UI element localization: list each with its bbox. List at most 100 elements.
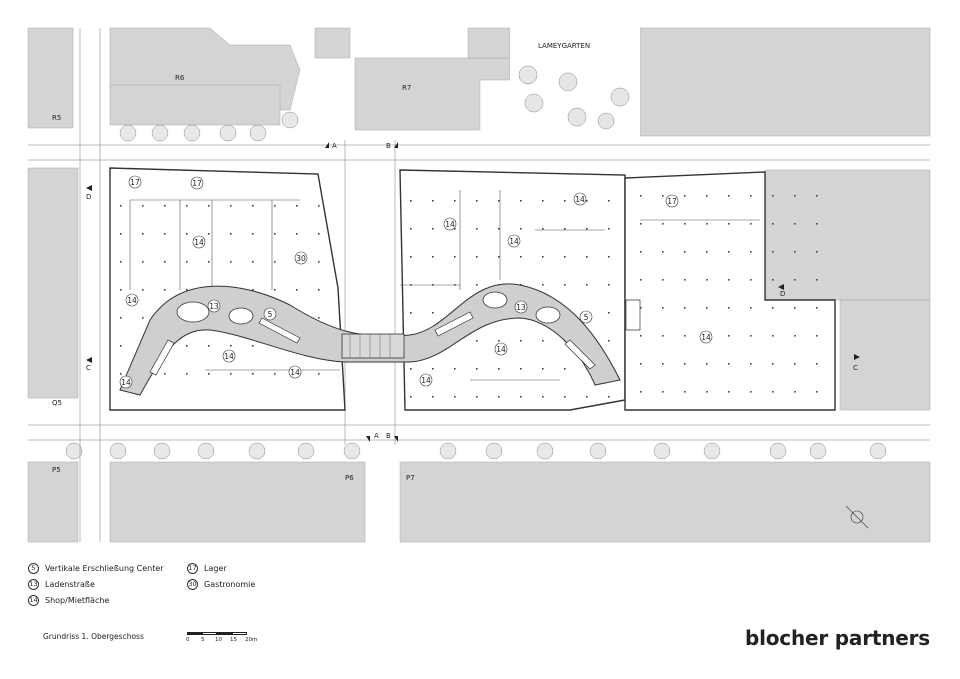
column-dot <box>498 340 500 342</box>
column-dot <box>142 261 144 263</box>
column-dot <box>296 205 298 207</box>
column-dot <box>640 307 642 309</box>
column-dot <box>750 307 752 309</box>
column-dot <box>520 256 522 258</box>
scale-tick-20m: 20m <box>245 637 258 643</box>
column-dot <box>772 223 774 225</box>
column-dot <box>772 307 774 309</box>
column-dot <box>728 363 730 365</box>
room-number: 17 <box>192 179 202 188</box>
room-number: 14 <box>194 238 204 247</box>
section-arrow-d-left <box>86 185 92 191</box>
column-dot <box>684 251 686 253</box>
column-dot <box>640 363 642 365</box>
column-dot <box>252 345 254 347</box>
column-dot <box>706 251 708 253</box>
column-dot <box>230 261 232 263</box>
column-dot <box>454 200 456 202</box>
column-dot <box>794 335 796 337</box>
column-dot <box>586 200 588 202</box>
column-dot <box>542 396 544 398</box>
column-dot <box>410 396 412 398</box>
room-badge <box>579 310 593 324</box>
column-dot <box>586 228 588 230</box>
column-dot <box>498 200 500 202</box>
column-dot <box>816 363 818 365</box>
legend-label-5: Vertikale Erschließung Center <box>45 563 164 573</box>
column-dot <box>432 228 434 230</box>
column-dot <box>728 195 730 197</box>
column-dot <box>794 307 796 309</box>
column-dot <box>706 195 708 197</box>
column-dot <box>564 256 566 258</box>
column-dot <box>706 223 708 225</box>
column-dot <box>120 373 122 375</box>
legend-item-14: 14 Shop/Mietfläche <box>28 592 164 608</box>
column-dot <box>186 233 188 235</box>
column-dot <box>120 317 122 319</box>
column-dot <box>684 223 686 225</box>
column-dot <box>750 279 752 281</box>
column-dot <box>662 307 664 309</box>
column-dot <box>608 200 610 202</box>
room-number: 14 <box>127 296 137 305</box>
column-dot <box>410 284 412 286</box>
column-dot <box>454 284 456 286</box>
column-dot <box>120 261 122 263</box>
room-badge <box>125 293 139 307</box>
column-dot <box>772 251 774 253</box>
legend-number-30: 30 <box>187 578 198 590</box>
column-dot <box>410 368 412 370</box>
escalators <box>149 299 641 376</box>
column-dot <box>608 284 610 286</box>
column-dot <box>318 233 320 235</box>
column-dot <box>728 307 730 309</box>
park-trees <box>518 65 630 130</box>
column-dot <box>640 251 642 253</box>
legend-number-13: 13 <box>28 578 39 590</box>
block-top-mid <box>314 27 351 59</box>
room-number: 14 <box>701 333 711 342</box>
column-dot <box>542 200 544 202</box>
column-dot <box>498 228 500 230</box>
section-arrow-d-right <box>778 284 784 290</box>
room-badge <box>514 300 528 314</box>
column-dot <box>542 256 544 258</box>
column-dot <box>706 391 708 393</box>
column-dot <box>662 279 664 281</box>
column-dot <box>684 363 686 365</box>
label-r7: R7 <box>402 84 411 92</box>
room-badge <box>507 234 521 248</box>
section-d-left: D <box>86 193 91 201</box>
column-dot <box>274 261 276 263</box>
scale-bar: 0 5 10 15 20m <box>186 632 257 645</box>
label-lameygarten: LAMEYGARTEN <box>538 42 590 50</box>
room-badge <box>192 235 206 249</box>
room-number: 14 <box>509 237 519 246</box>
column-dot <box>164 289 166 291</box>
atrium-voids <box>176 291 561 325</box>
scale-tick-0: 0 <box>186 637 190 643</box>
column-dot <box>816 307 818 309</box>
column-dot <box>498 368 500 370</box>
section-a-top: A <box>332 142 337 150</box>
column-dot <box>208 373 210 375</box>
column-dot <box>608 396 610 398</box>
column-dot <box>318 289 320 291</box>
section-arrow-a-top <box>325 142 329 148</box>
column-dot <box>186 261 188 263</box>
column-dot <box>750 363 752 365</box>
room-badge <box>128 175 142 189</box>
label-p6: P6 <box>345 474 354 482</box>
column-dot <box>498 256 500 258</box>
section-arrow-b-top <box>394 142 398 148</box>
scale-bar-segments <box>187 632 247 635</box>
column-dot <box>274 373 276 375</box>
legend-item-13: 13 Ladenstraße <box>28 576 164 592</box>
section-c-right: C <box>853 364 858 372</box>
room-badge <box>294 251 308 265</box>
room-badge <box>665 194 679 208</box>
column-dot <box>410 256 412 258</box>
block-top-right <box>639 27 931 137</box>
